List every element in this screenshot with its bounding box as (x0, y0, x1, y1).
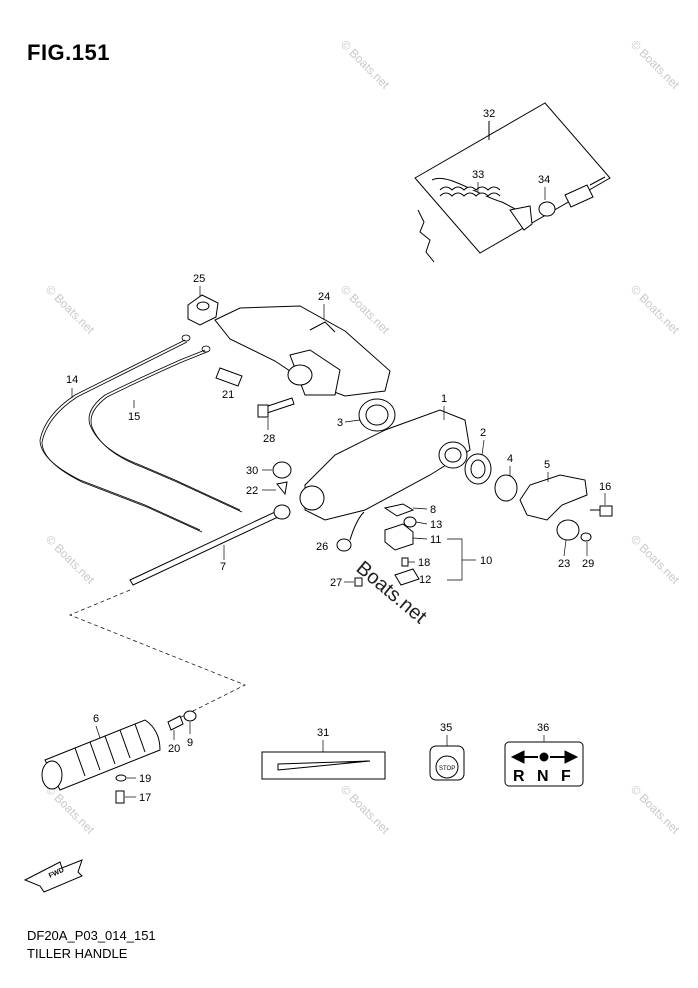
callout-33: 33 (472, 169, 484, 181)
callout-24: 24 (318, 291, 330, 303)
callout-32: 32 (483, 108, 495, 120)
part-32-lanyard-kit (414, 102, 611, 263)
part-22-clip (276, 481, 288, 496)
part-35-stop-button (429, 745, 465, 781)
callout-5: 5 (544, 459, 550, 471)
watermark: © Boats.net (628, 37, 683, 92)
callout-15: 15 (128, 411, 140, 423)
watermark: © Boats.net (338, 282, 393, 337)
part-29-screw (580, 532, 592, 542)
callout-27: 27 (330, 577, 342, 589)
part-12-plate (394, 568, 420, 586)
part-28-bolt (257, 397, 295, 418)
callout-13: 13 (430, 519, 442, 531)
callout-20: 20 (168, 743, 180, 755)
part-14-throttle-cable (39, 334, 203, 533)
callout-26: 26 (316, 541, 328, 553)
part-2-washer (464, 453, 492, 485)
watermark: © Boats.net (338, 782, 393, 837)
model-code: DF20A_P03_014_151 (27, 928, 156, 943)
watermark: © Boats.net (628, 282, 683, 337)
watermark: © Boats.net (338, 37, 393, 92)
part-27-screw (354, 577, 363, 587)
callout-36: 36 (537, 722, 549, 734)
part-36-shift-decal (504, 741, 584, 787)
callout-16: 16 (599, 481, 611, 493)
callout-7: 7 (220, 561, 226, 573)
part-3-bushing (358, 398, 396, 432)
callout-6: 6 (93, 713, 99, 725)
callout-10: 10 (480, 555, 492, 567)
shift-label-f: F (561, 768, 571, 785)
part-15-shift-cable (88, 345, 243, 513)
callout-9: 9 (187, 737, 193, 749)
part-25-bracket (187, 294, 219, 326)
callout-22: 22 (246, 485, 258, 497)
part-11-switch (384, 523, 414, 551)
part-17-screw (115, 790, 125, 804)
stop-label: STOP (439, 766, 455, 772)
part-20-spring (167, 715, 184, 731)
callout-8: 8 (430, 504, 436, 516)
part-4-bushing (494, 474, 518, 502)
figure-title: FIG.151 (27, 40, 110, 65)
part-18-screw (401, 557, 409, 567)
callout-31: 31 (317, 727, 329, 739)
part-7-throttle-shaft (129, 504, 291, 586)
part-5-throttle-lever (519, 474, 588, 541)
shift-label-n: N (537, 768, 549, 785)
callout-34: 34 (538, 174, 550, 186)
callout-18: 18 (418, 557, 430, 569)
part-9-nut (183, 710, 197, 722)
bracket-10 (447, 538, 476, 581)
part-21-pin (215, 367, 243, 387)
callout-12: 12 (419, 574, 431, 586)
callout-21: 21 (222, 389, 234, 401)
fwd-arrow-icon: FWD (23, 859, 83, 893)
part-19-washer (115, 774, 127, 782)
part-13-nut (403, 516, 417, 528)
callout-14: 14 (66, 374, 78, 386)
callout-30: 30 (246, 465, 258, 477)
callout-35: 35 (440, 722, 452, 734)
callout-28: 28 (263, 433, 275, 445)
part-31-decal (261, 751, 386, 780)
callout-23: 23 (558, 558, 570, 570)
section-name: TILLER HANDLE (27, 946, 128, 961)
part-6-grip (41, 719, 161, 791)
part-30-cap (272, 461, 292, 479)
callout-2: 2 (480, 427, 486, 439)
part-24-tiller-bracket (214, 305, 391, 397)
watermark: © Boats.net (43, 532, 98, 587)
part-26-oring (336, 511, 365, 552)
watermark: © Boats.net (628, 532, 683, 587)
shift-label-r: R (513, 768, 525, 785)
part-16-screw (590, 505, 613, 517)
callout-29: 29 (582, 558, 594, 570)
watermark: © Boats.net (43, 782, 98, 837)
callout-19: 19 (139, 773, 151, 785)
callout-1: 1 (441, 393, 447, 405)
callout-17: 17 (139, 792, 151, 804)
callout-4: 4 (507, 453, 513, 465)
callout-3: 3 (337, 417, 343, 429)
callout-11: 11 (430, 534, 441, 546)
part-1-tiller-arm (299, 409, 471, 521)
watermark: © Boats.net (628, 782, 683, 837)
callout-25: 25 (193, 273, 205, 285)
watermark: © Boats.net (43, 282, 98, 337)
part-8-plate (383, 503, 415, 517)
